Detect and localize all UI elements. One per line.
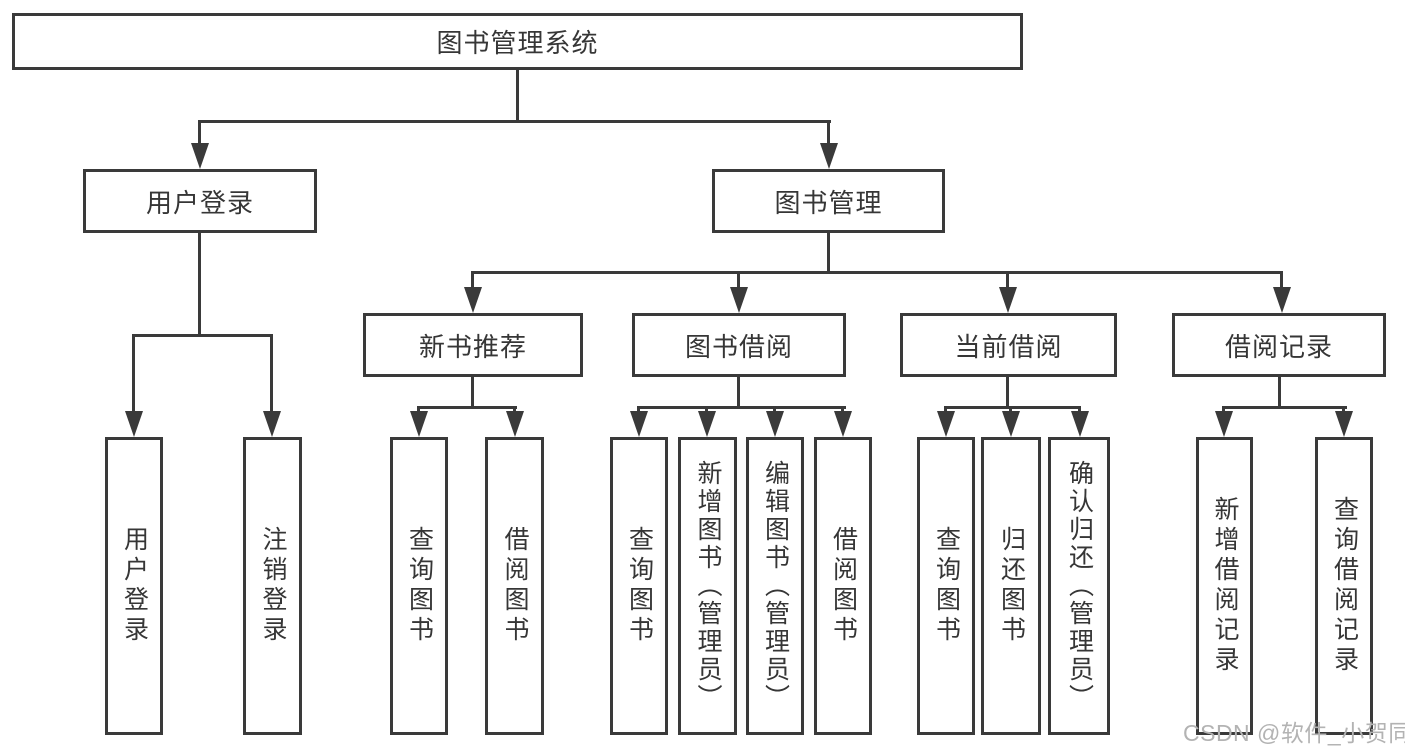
connector	[270, 334, 273, 419]
leaf-current-confirm-return-admin: 确认归还（管理员）	[1048, 437, 1110, 735]
connector	[737, 271, 740, 295]
connector	[198, 120, 201, 152]
arrow-down-icon	[1273, 287, 1291, 313]
leaf-current-query-books: 查询图书	[917, 437, 975, 735]
arrow-down-icon	[820, 143, 838, 169]
arrow-down-icon	[1002, 411, 1020, 437]
leaf-logout: 注销登录	[243, 437, 302, 735]
arrow-down-icon	[1335, 411, 1353, 437]
connector	[1222, 406, 1347, 409]
leaf-borrow-add-books-admin: 新增图书（管理员）	[678, 437, 737, 735]
leaf-borrow-edit-books-admin: 编辑图书（管理员）	[746, 437, 804, 735]
arrow-down-icon	[834, 411, 852, 437]
connector	[637, 406, 846, 409]
arrow-down-icon	[999, 287, 1017, 313]
leaf-borrow-query-books: 查询图书	[610, 437, 668, 735]
connector	[471, 271, 1283, 274]
node-borrow-records: 借阅记录	[1172, 313, 1386, 377]
node-book-management: 图书管理	[712, 169, 945, 233]
leaf-user-login: 用户登录	[105, 437, 163, 735]
connector	[1278, 377, 1281, 408]
arrow-down-icon	[1071, 411, 1089, 437]
connector	[827, 232, 830, 274]
connector	[1006, 271, 1009, 295]
connector	[737, 377, 740, 408]
node-book-borrow: 图书借阅	[632, 313, 846, 377]
connector	[516, 69, 519, 123]
node-current-borrow: 当前借阅	[900, 313, 1117, 377]
arrow-down-icon	[125, 411, 143, 437]
leaf-borrow-borrow-books: 借阅图书	[814, 437, 872, 735]
node-user-login: 用户登录	[83, 169, 317, 233]
leaf-newbook-borrow-books: 借阅图书	[485, 437, 544, 735]
connector	[417, 406, 517, 409]
arrow-down-icon	[730, 287, 748, 313]
arrow-down-icon	[263, 411, 281, 437]
connector	[1006, 377, 1009, 409]
leaf-records-add-record: 新增借阅记录	[1196, 437, 1253, 735]
connector	[471, 271, 474, 295]
arrow-down-icon	[191, 143, 209, 169]
arrow-down-icon	[410, 411, 428, 437]
leaf-current-return-books: 归还图书	[981, 437, 1041, 735]
connector	[132, 334, 273, 337]
connector	[198, 120, 831, 123]
connector	[132, 334, 135, 419]
arrow-down-icon	[698, 411, 716, 437]
connector	[198, 233, 201, 337]
connector	[471, 377, 474, 408]
connector	[1280, 271, 1283, 295]
leaf-newbook-query-books: 查询图书	[390, 437, 448, 735]
arrow-down-icon	[506, 411, 524, 437]
connector	[944, 406, 1081, 409]
csdn-watermark: CSDN @软件_小贺同学	[1183, 720, 1405, 746]
arrow-down-icon	[937, 411, 955, 437]
leaf-records-query-record: 查询借阅记录	[1315, 437, 1373, 735]
arrow-down-icon	[1215, 411, 1233, 437]
arrow-down-icon	[766, 411, 784, 437]
node-root: 图书管理系统	[12, 13, 1023, 70]
arrow-down-icon	[464, 287, 482, 313]
connector	[827, 120, 830, 152]
node-new-book-recommend: 新书推荐	[363, 313, 583, 377]
arrow-down-icon	[630, 411, 648, 437]
